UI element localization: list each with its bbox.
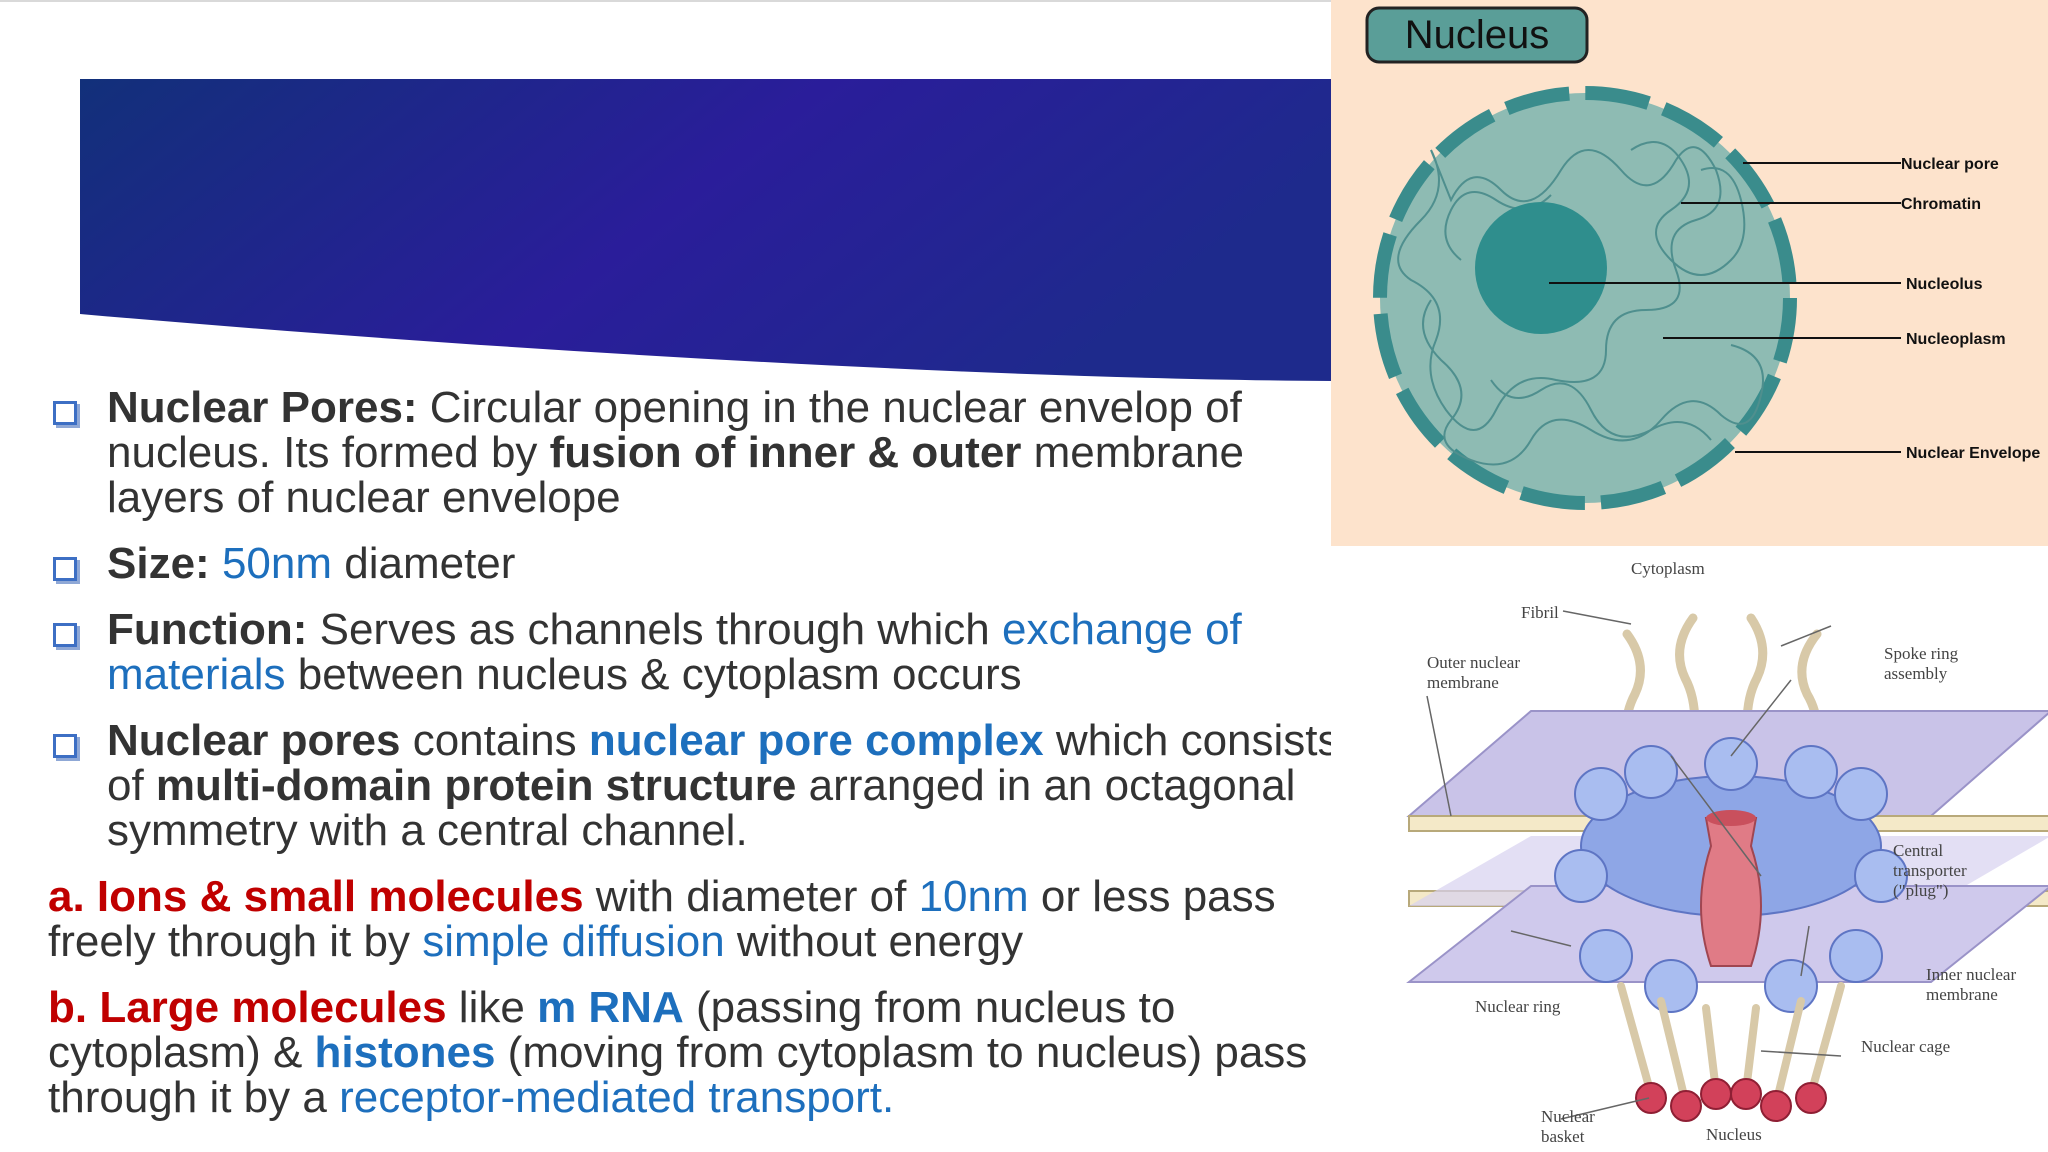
text-run: nuclear pore complex bbox=[588, 716, 1044, 765]
text-run: Circular opening in the nuclear envelop … bbox=[107, 383, 1242, 477]
text-run: like bbox=[446, 983, 538, 1032]
label-spoke-ring-1: Spoke ring bbox=[1884, 644, 1959, 663]
bullet-item: Nuclear pores contains nuclear pore comp… bbox=[48, 718, 1368, 853]
checkbox-bullet-icon bbox=[53, 401, 77, 425]
label-nucleoplasm: Nucleoplasm bbox=[1906, 331, 2006, 348]
text-run: Serves as channels through which bbox=[307, 605, 1003, 654]
text-run: b. Large molecules bbox=[48, 983, 447, 1032]
label-cytoplasm: Cytoplasm bbox=[1631, 559, 1705, 578]
paragraph: a. Ions & small molecules with diameter … bbox=[48, 874, 1368, 964]
bullet-list: Nuclear Pores: Circular opening in the n… bbox=[48, 385, 1368, 853]
label-inner-membrane-2: membrane bbox=[1926, 985, 1998, 1004]
label-spoke-ring-2: assembly bbox=[1884, 664, 1948, 683]
nucleus-leader-lines bbox=[1549, 162, 1901, 453]
text-run: (moving from cytoplasm to nucleus) pass … bbox=[48, 1028, 1308, 1122]
text-run: contains bbox=[400, 716, 589, 765]
label-nuclear-basket-1: Nuclear bbox=[1541, 1107, 1595, 1126]
checkbox-bullet-icon bbox=[53, 734, 77, 758]
text-run: Function: bbox=[107, 605, 308, 654]
text-run: Nuclear Pores: bbox=[107, 383, 418, 432]
text-run: 50nm bbox=[221, 539, 333, 588]
header-banner bbox=[80, 79, 1333, 381]
checkbox-bullet-icon bbox=[53, 557, 77, 581]
text-run: exchange of materials bbox=[107, 605, 1242, 699]
text-run: (passing from nucleus to cytoplasm) & bbox=[48, 983, 1176, 1077]
ring-subunits bbox=[1554, 737, 1908, 1013]
text-run: simple diffusion bbox=[422, 917, 725, 966]
nucleus-title: Nucleus bbox=[1405, 13, 1550, 57]
label-outer-membrane-1: Outer nuclear bbox=[1427, 653, 1520, 672]
bullet-item: Size: 50nm diameter bbox=[48, 541, 1368, 586]
pore-leader-lines bbox=[1426, 610, 1842, 1120]
text-run: receptor-mediated transport. bbox=[339, 1073, 895, 1122]
top-border bbox=[0, 0, 2048, 2]
text-run: without energy bbox=[724, 917, 1024, 966]
paragraph: b. Large molecules like m RNA (passing f… bbox=[48, 985, 1368, 1120]
label-central-2: transporter bbox=[1893, 861, 1967, 880]
text-run: multi-domain protein structure bbox=[155, 761, 797, 810]
label-fibril: Fibril bbox=[1521, 603, 1559, 622]
text-run: histones bbox=[314, 1028, 496, 1077]
label-nuclear-basket-2: basket bbox=[1541, 1127, 1585, 1146]
text-run: or less pass freely through it by bbox=[48, 872, 1276, 966]
bullet-item: Function: Serves as channels through whi… bbox=[48, 607, 1368, 697]
label-nuclear-pore: Nuclear pore bbox=[1901, 156, 1999, 173]
label-inner-membrane-1: Inner nuclear bbox=[1926, 965, 2016, 984]
checkbox-bullet-icon bbox=[53, 623, 77, 647]
nuclear-basket-filaments bbox=[1617, 982, 1845, 1108]
nuclear-basket-ring bbox=[1635, 1078, 1827, 1122]
text-run: between nucleus & cytoplasm occurs bbox=[285, 650, 1022, 699]
text-run: m RNA bbox=[537, 983, 684, 1032]
nucleus-diagram: Nucleus Nuclear pore Chromatin Nucleolus… bbox=[1331, 0, 2048, 546]
paragraph-list: a. Ions & small molecules with diameter … bbox=[48, 874, 1368, 1120]
label-nuclear-cage: Nuclear cage bbox=[1861, 1037, 1950, 1056]
text-run: membrane layers of nuclear envelope bbox=[107, 428, 1244, 522]
text-run: fusion of inner & outer bbox=[549, 428, 1022, 477]
label-nucleolus: Nucleolus bbox=[1906, 276, 1983, 293]
label-nuclear-envelope: Nuclear Envelope bbox=[1906, 445, 2040, 462]
text-run: 10nm bbox=[918, 872, 1029, 921]
label-nuclear-ring: Nuclear ring bbox=[1475, 997, 1561, 1016]
text-run bbox=[210, 539, 222, 588]
text-run: Size: bbox=[107, 539, 210, 588]
text-run: a. Ions & small molecules bbox=[48, 872, 584, 921]
text-run: arranged in an octagonal symmetry with a… bbox=[107, 761, 1296, 855]
text-run: Nuclear pores bbox=[107, 716, 401, 765]
nucleolus bbox=[1475, 202, 1607, 334]
text-run: which consists of bbox=[107, 716, 1340, 810]
label-nucleus: Nucleus bbox=[1706, 1125, 1762, 1144]
text-run: diameter bbox=[332, 539, 516, 588]
central-transporter-plug bbox=[1700, 817, 1762, 967]
label-outer-membrane-2: membrane bbox=[1427, 673, 1499, 692]
text-run: with diameter of bbox=[583, 872, 919, 921]
nuclear-envelope bbox=[1373, 86, 1797, 510]
slide-content: Nuclear Pores: Circular opening in the n… bbox=[48, 385, 1368, 1141]
bullet-item: Nuclear Pores: Circular opening in the n… bbox=[48, 385, 1368, 520]
label-central-1: Central bbox=[1893, 841, 1943, 860]
nuclear-pore-complex-diagram: Cytoplasm Fibril Outer nuclear membrane … bbox=[1331, 546, 2048, 1152]
label-chromatin: Chromatin bbox=[1901, 196, 1981, 213]
nucleus-title-box bbox=[1365, 6, 1589, 64]
label-central-3: ("plug") bbox=[1893, 881, 1948, 900]
